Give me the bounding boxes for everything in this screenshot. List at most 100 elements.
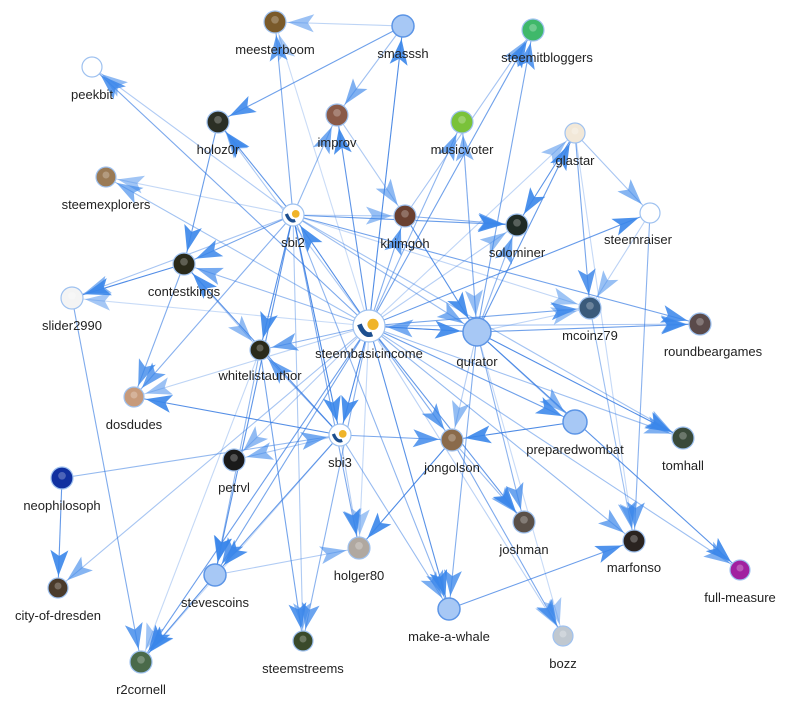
node-solominer[interactable]: solominer <box>489 213 546 260</box>
edge-sbi2-to-qurator <box>292 214 478 333</box>
node-sbi3[interactable]: sbi3 <box>328 423 352 470</box>
node-jongolson[interactable]: jongolson <box>423 428 480 475</box>
arrowhead-steemexplorers <box>116 182 144 204</box>
edge-slider2990-to-r2cornell <box>71 297 142 663</box>
node-roundbeargames[interactable]: roundbeargames <box>664 312 763 359</box>
node-stevescoins[interactable]: stevescoins <box>181 563 249 610</box>
node-mcoinz79[interactable]: mcoinz79 <box>562 296 618 343</box>
node-joshman[interactable]: joshman <box>498 510 549 557</box>
node-label: steemstreems <box>262 661 344 676</box>
edge-steembasicincome-to-dosdudes <box>133 325 370 398</box>
node-full-measure[interactable]: full-measure <box>704 559 776 605</box>
node-label: khimgoh <box>380 236 429 251</box>
coin-icon <box>291 210 300 218</box>
node-label: steemitbloggers <box>501 50 593 65</box>
node-slider2990[interactable]: slider2990 <box>42 286 102 333</box>
avatar-face-icon <box>696 317 704 326</box>
node-label: steemexplorers <box>62 197 151 212</box>
node-sbi2[interactable]: sbi2 <box>281 203 305 250</box>
arrowhead-marfonso <box>594 545 622 563</box>
arrowhead-peekbit <box>101 74 128 97</box>
edge-whitelistauthor-to-steemstreems <box>259 349 304 642</box>
avatar <box>292 630 314 652</box>
arrowhead-contestkings <box>195 239 224 259</box>
edge-neophilosoph-to-sbi3 <box>61 434 341 479</box>
node-qurator[interactable]: qurator <box>456 317 498 369</box>
node-musicvoter[interactable]: musicvoter <box>431 110 495 157</box>
node-label: bozz <box>549 656 576 671</box>
node-contestkings[interactable]: contestkings <box>148 252 221 299</box>
avatar <box>552 625 574 647</box>
node-petrvl[interactable]: petrvl <box>218 448 250 495</box>
edge-steembasicincome-to-bozz <box>368 325 564 637</box>
edge-sbi2-to-steemstreems <box>292 214 304 642</box>
avatar-face-icon <box>137 655 145 664</box>
node-label: sbi2 <box>281 235 305 250</box>
hand-icon <box>331 433 343 443</box>
arrowhead-steembasicincome <box>386 319 414 338</box>
arrowhead-sbi3 <box>341 394 359 423</box>
arrowhead-steemstreems <box>288 602 307 630</box>
node-steembasicincome[interactable]: steembasicincome <box>315 309 423 361</box>
arrowhead-solominer <box>523 187 546 215</box>
node-glastar[interactable]: glastar <box>555 122 595 168</box>
arrows-layer <box>50 14 732 653</box>
node-steemraiser[interactable]: steemraiser <box>604 202 673 247</box>
node-steemexplorers[interactable]: steemexplorers <box>62 166 151 212</box>
node-smasssh[interactable]: smasssh <box>377 14 429 61</box>
node-khimgoh[interactable]: khimgoh <box>380 204 430 251</box>
node-label: dosdudes <box>106 417 163 432</box>
avatar-face-icon <box>230 453 238 462</box>
arrowhead-qurator <box>447 291 469 319</box>
arrowhead-holger80 <box>319 546 347 565</box>
node-improv[interactable]: improv <box>317 103 357 150</box>
node-marfonso[interactable]: marfonso <box>607 529 661 575</box>
arrowhead-steemraiser <box>611 217 639 236</box>
avatar-face-icon <box>271 15 279 24</box>
edge-qurator-to-make-a-whale <box>448 331 478 610</box>
avatar <box>81 56 103 78</box>
node-label: glastar <box>555 153 595 168</box>
node-make-a-whale[interactable]: make-a-whale <box>408 597 490 644</box>
arrowhead-make-a-whale <box>443 569 462 597</box>
node-steemitbloggers[interactable]: steemitbloggers <box>501 18 593 65</box>
node-dosdudes[interactable]: dosdudes <box>106 386 163 432</box>
node-label: qurator <box>456 354 498 369</box>
arrowhead-city-of-dresden <box>50 549 69 577</box>
node-city-of-dresden[interactable]: city-of-dresden <box>15 577 101 623</box>
node-label: meesterboom <box>235 42 314 57</box>
avatar-face-icon <box>559 630 567 638</box>
node-steemstreems[interactable]: steemstreems <box>262 630 344 676</box>
edge-sbi2-to-steemexplorers <box>105 176 294 216</box>
avatar-face-icon <box>513 218 521 227</box>
node-tomhall[interactable]: tomhall <box>662 426 704 473</box>
arrowhead-solominer <box>479 232 507 255</box>
arrowhead-mcoinz79 <box>550 287 578 305</box>
avatar <box>512 510 536 534</box>
arrowhead-holger80 <box>343 508 362 536</box>
node-peekbit[interactable]: peekbit <box>71 56 113 102</box>
node-whitelistauthor[interactable]: whitelistauthor <box>217 339 302 383</box>
node-holoz0r[interactable]: holoz0r <box>197 110 240 157</box>
node-meesterboom[interactable]: meesterboom <box>235 10 315 57</box>
arrowhead-jongolson <box>464 425 492 444</box>
arrowhead-roundbeargames <box>659 305 688 323</box>
node-preparedwombat[interactable]: preparedwombat <box>526 409 624 457</box>
arrowhead-slider2990 <box>84 292 112 311</box>
node-label: holger80 <box>334 568 385 583</box>
edge-sbi2-to-peekbit <box>91 66 294 216</box>
edge-steembasicincome-to-marfonso <box>368 325 635 542</box>
arrowhead-smasssh <box>389 38 408 66</box>
arrowhead-bozz <box>536 598 558 626</box>
node-bozz[interactable]: bozz <box>549 625 577 671</box>
node-neophilosoph[interactable]: neophilosoph <box>23 466 101 513</box>
edge-steembasicincome-to-improv <box>336 114 370 327</box>
avatar-face-icon <box>58 471 66 480</box>
arrowhead-r2cornell <box>124 622 143 650</box>
edge-steembasicincome-to-meesterboom <box>274 21 370 327</box>
node-r2cornell[interactable]: r2cornell <box>116 650 166 697</box>
avatar-face-icon <box>88 61 96 69</box>
node-label: full-measure <box>704 590 776 605</box>
node-holger80[interactable]: holger80 <box>334 536 385 583</box>
arrowhead-dosdudes <box>145 395 174 413</box>
